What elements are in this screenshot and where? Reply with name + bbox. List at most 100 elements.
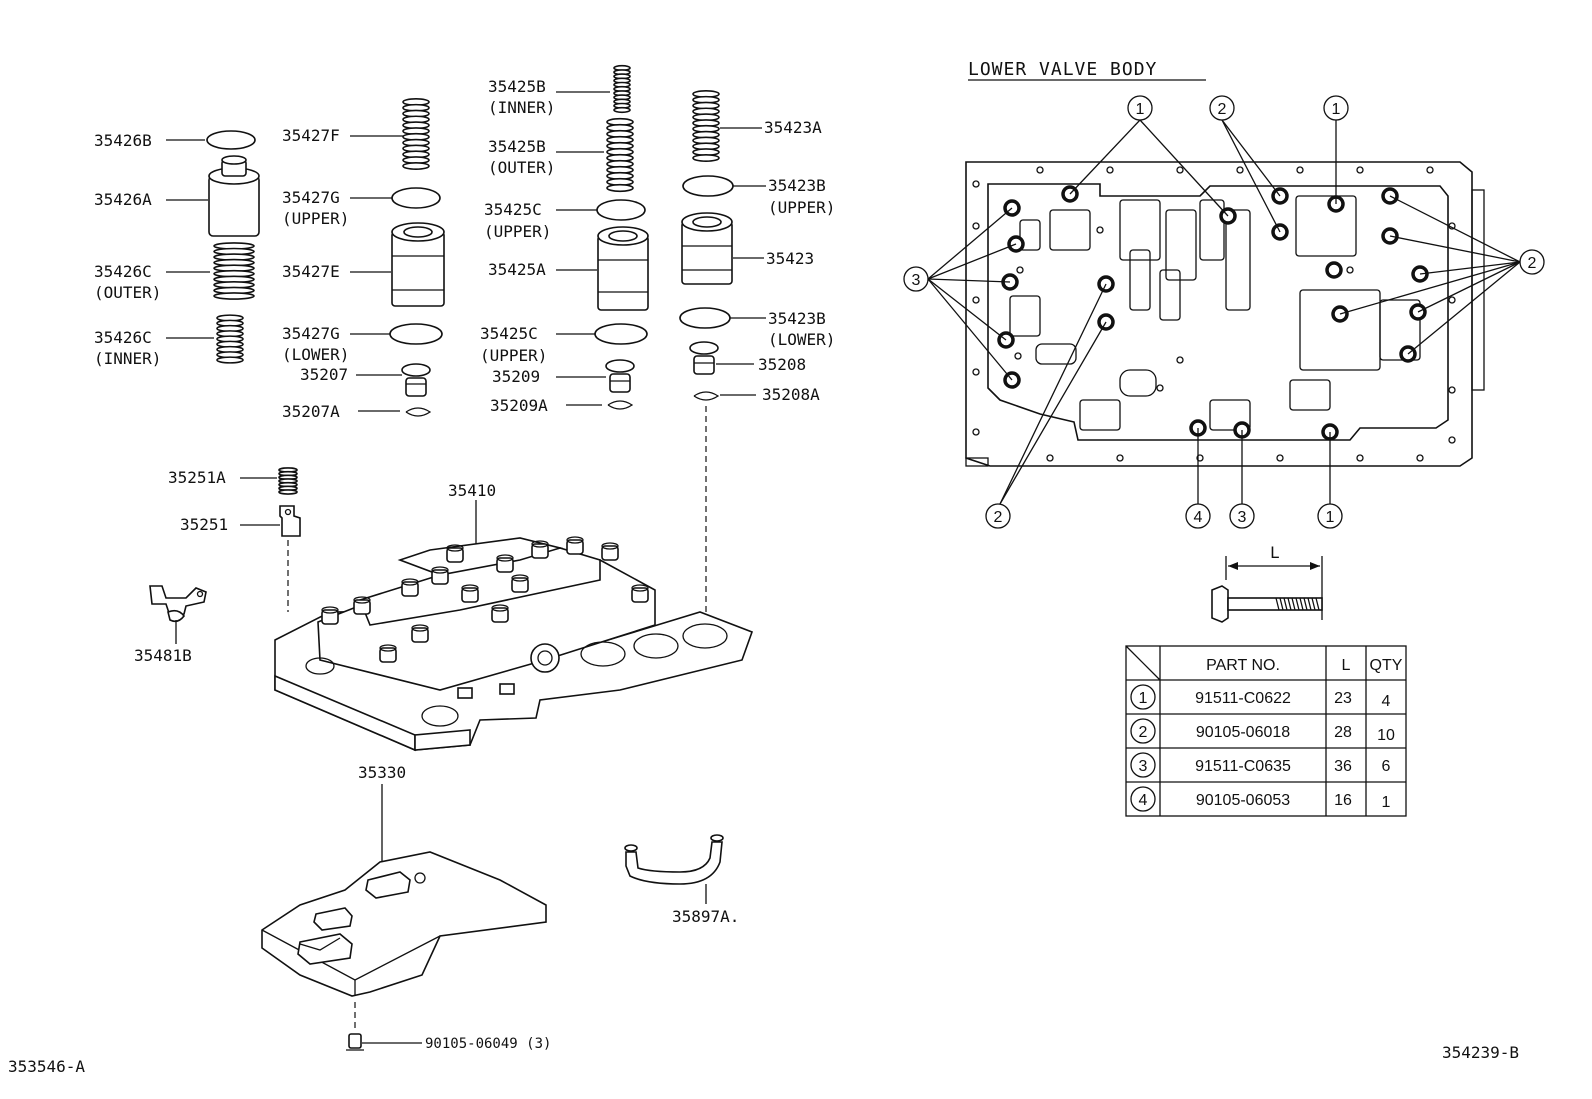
label-35423B-lower: 35423B bbox=[768, 309, 826, 328]
table-qty-cell: 10 bbox=[1377, 727, 1395, 744]
lvb-hole bbox=[1176, 356, 1184, 364]
body-boss-top bbox=[496, 554, 514, 562]
part-35330-oil-strainer bbox=[261, 784, 547, 997]
lvb-hole bbox=[1356, 166, 1364, 174]
figure-reference-right: 354239-B bbox=[1442, 1043, 1519, 1062]
part-35427G-lower-ring bbox=[350, 323, 443, 345]
callout-number: 2 bbox=[1528, 255, 1537, 272]
label-35425B-outer: 35425B bbox=[488, 137, 546, 156]
lvb-chamber bbox=[1019, 219, 1041, 251]
label-lower-2: (LOWER) bbox=[768, 330, 835, 349]
part-35426C-inner-spring bbox=[166, 314, 244, 364]
body-boss-top bbox=[446, 544, 464, 552]
figure-reference-left: 353546-A bbox=[8, 1057, 85, 1076]
lvb-hole bbox=[1356, 454, 1364, 462]
part-35427G-upper-ring bbox=[350, 187, 441, 209]
body-boss bbox=[601, 545, 619, 561]
label-lower-1: (LOWER) bbox=[282, 345, 349, 364]
part-35423-sleeve bbox=[681, 212, 764, 285]
part-35208-plug bbox=[689, 341, 754, 375]
part-35207-plug bbox=[356, 363, 431, 397]
body-boss bbox=[566, 539, 584, 555]
lvb-hole bbox=[1276, 454, 1284, 462]
lvb-chamber bbox=[1119, 199, 1161, 261]
label-35427F: 35427F bbox=[282, 126, 340, 145]
label-35209A: 35209A bbox=[490, 396, 548, 415]
lvb-hole bbox=[972, 180, 980, 188]
table-row: 3 91511-C0635 36 6 bbox=[1130, 752, 1391, 778]
callout-leader bbox=[999, 283, 1107, 505]
part-35427F-spring bbox=[350, 98, 430, 171]
part-35410-upper-valve-body bbox=[274, 500, 754, 752]
bolt-thread bbox=[1315, 597, 1320, 611]
table-qty-cell: 1 bbox=[1382, 794, 1391, 811]
lvb-port bbox=[1119, 369, 1157, 397]
label-35481B: 35481B bbox=[134, 646, 192, 665]
callout-leader bbox=[1417, 261, 1521, 313]
body-boss-top bbox=[601, 542, 619, 550]
part-35426A-piston bbox=[166, 155, 260, 237]
label-35423: 35423 bbox=[766, 249, 814, 268]
lvb-hole bbox=[1448, 296, 1456, 304]
callout-circle bbox=[1323, 95, 1349, 121]
callout-number: 1 bbox=[1326, 509, 1335, 526]
table-key-cell: 2 bbox=[1139, 724, 1148, 741]
body-boss-top bbox=[631, 584, 649, 592]
table-row: 4 90105-06053 16 1 bbox=[1130, 786, 1391, 812]
lvb-hole bbox=[1416, 454, 1424, 462]
part-35207A-clip bbox=[358, 407, 432, 417]
body-boss-top bbox=[321, 606, 339, 614]
lvb-hole bbox=[1036, 166, 1044, 174]
lvb-chamber bbox=[1165, 209, 1197, 281]
callout-leader bbox=[927, 278, 1007, 341]
label-35209: 35209 bbox=[492, 367, 540, 386]
label-upper-3: (UPPER) bbox=[480, 346, 547, 365]
callout-number: 2 bbox=[994, 509, 1003, 526]
part-35425C-upper2-ring bbox=[556, 323, 648, 345]
label-bolt-90105-06049: 90105-06049 (3) bbox=[425, 1036, 551, 1052]
body-boss-top bbox=[431, 566, 449, 574]
table-l-cell: 28 bbox=[1334, 724, 1352, 741]
part-35425A-sleeve bbox=[556, 226, 649, 311]
body-boss-top bbox=[566, 536, 584, 544]
table-key-cell: 1 bbox=[1139, 690, 1148, 707]
callout-leader bbox=[927, 243, 1017, 280]
lvb-hole bbox=[972, 222, 980, 230]
callout-leader bbox=[1339, 261, 1521, 315]
part-35426B-ring bbox=[166, 130, 256, 150]
label-35423A: 35423A bbox=[764, 118, 822, 137]
part-35251A-spring bbox=[240, 467, 298, 495]
lvb-hole bbox=[1426, 166, 1434, 174]
callout-leader bbox=[1069, 119, 1141, 195]
bolt-thread bbox=[1279, 597, 1284, 611]
label-upper-2: (UPPER) bbox=[484, 222, 551, 241]
bolt-location-marker bbox=[1325, 261, 1343, 279]
label-35426A: 35426A bbox=[94, 190, 152, 209]
part-35209A-clip bbox=[566, 400, 634, 410]
label-upper-4: (UPPER) bbox=[768, 198, 835, 217]
callout-number: 1 bbox=[1332, 101, 1341, 118]
callout-number: 1 bbox=[1136, 101, 1145, 118]
table-key-cell: 3 bbox=[1139, 758, 1148, 775]
part-35897A-tube bbox=[624, 834, 724, 904]
body-boss-top bbox=[401, 578, 419, 586]
body-boss bbox=[431, 569, 449, 585]
label-35251A: 35251A bbox=[168, 468, 226, 487]
bolt-thread bbox=[1307, 597, 1312, 611]
lvb-chamber bbox=[1225, 209, 1251, 311]
part-35423B-lower-ring bbox=[679, 307, 766, 329]
spring-coil bbox=[613, 106, 631, 114]
lvb-hole bbox=[1196, 454, 1204, 462]
callout-leader bbox=[1407, 261, 1521, 355]
body-boss bbox=[531, 543, 549, 559]
body-boss-top bbox=[491, 604, 509, 612]
label-35427G-lower: 35427G bbox=[282, 324, 340, 343]
callout-leader bbox=[1389, 195, 1521, 263]
lvb-port bbox=[1035, 343, 1077, 365]
bolt-thread bbox=[1291, 597, 1296, 611]
body-plug bbox=[499, 683, 515, 695]
bolt-thread bbox=[1299, 597, 1304, 611]
table-qty-cell: 4 bbox=[1382, 693, 1391, 710]
